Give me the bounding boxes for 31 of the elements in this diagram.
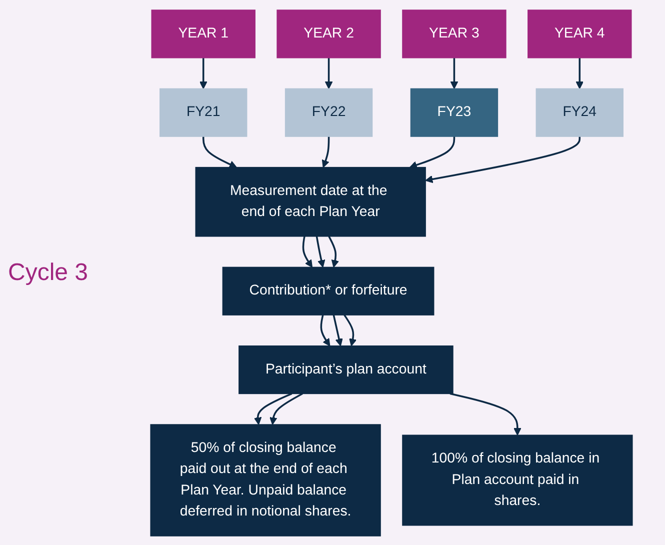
node-box: YEAR 4 xyxy=(528,9,632,58)
arrow xyxy=(316,236,326,268)
node-box: Measurement date at the end of each Plan Year xyxy=(195,166,426,236)
node-box: YEAR 1 xyxy=(151,9,256,58)
arrow xyxy=(344,314,357,346)
arrow xyxy=(322,136,330,168)
arrow xyxy=(199,57,208,89)
node-box: FY21 xyxy=(160,88,248,136)
arrow xyxy=(332,314,343,346)
row-label: Cycle 3 xyxy=(8,258,90,286)
arrow xyxy=(425,136,581,183)
arrow xyxy=(450,392,522,436)
arrow xyxy=(576,57,584,89)
node-box: 100% of closing balance in Plan account paid in shares. xyxy=(402,434,633,526)
arrow xyxy=(409,136,456,168)
node-box: Participant’s plan account xyxy=(238,344,454,394)
node-box: Contribution* or forfeiture xyxy=(222,266,434,315)
arrow xyxy=(202,136,237,168)
arrow xyxy=(328,235,339,268)
node-box: YEAR 2 xyxy=(276,9,381,58)
arrow xyxy=(254,392,292,424)
arrow xyxy=(269,392,303,424)
arrow xyxy=(302,236,313,268)
node-box: FY22 xyxy=(284,88,373,136)
node-box: 50% of closing balance paid out at the end of each Plan Year. Unpaid balance deferred in notional shares. xyxy=(150,424,381,536)
arrow xyxy=(450,57,458,89)
node-box: FY23 xyxy=(410,88,498,136)
node-box: FY24 xyxy=(536,88,624,136)
arrow xyxy=(320,314,330,346)
arrow xyxy=(324,57,333,89)
node-box: YEAR 3 xyxy=(402,9,506,58)
